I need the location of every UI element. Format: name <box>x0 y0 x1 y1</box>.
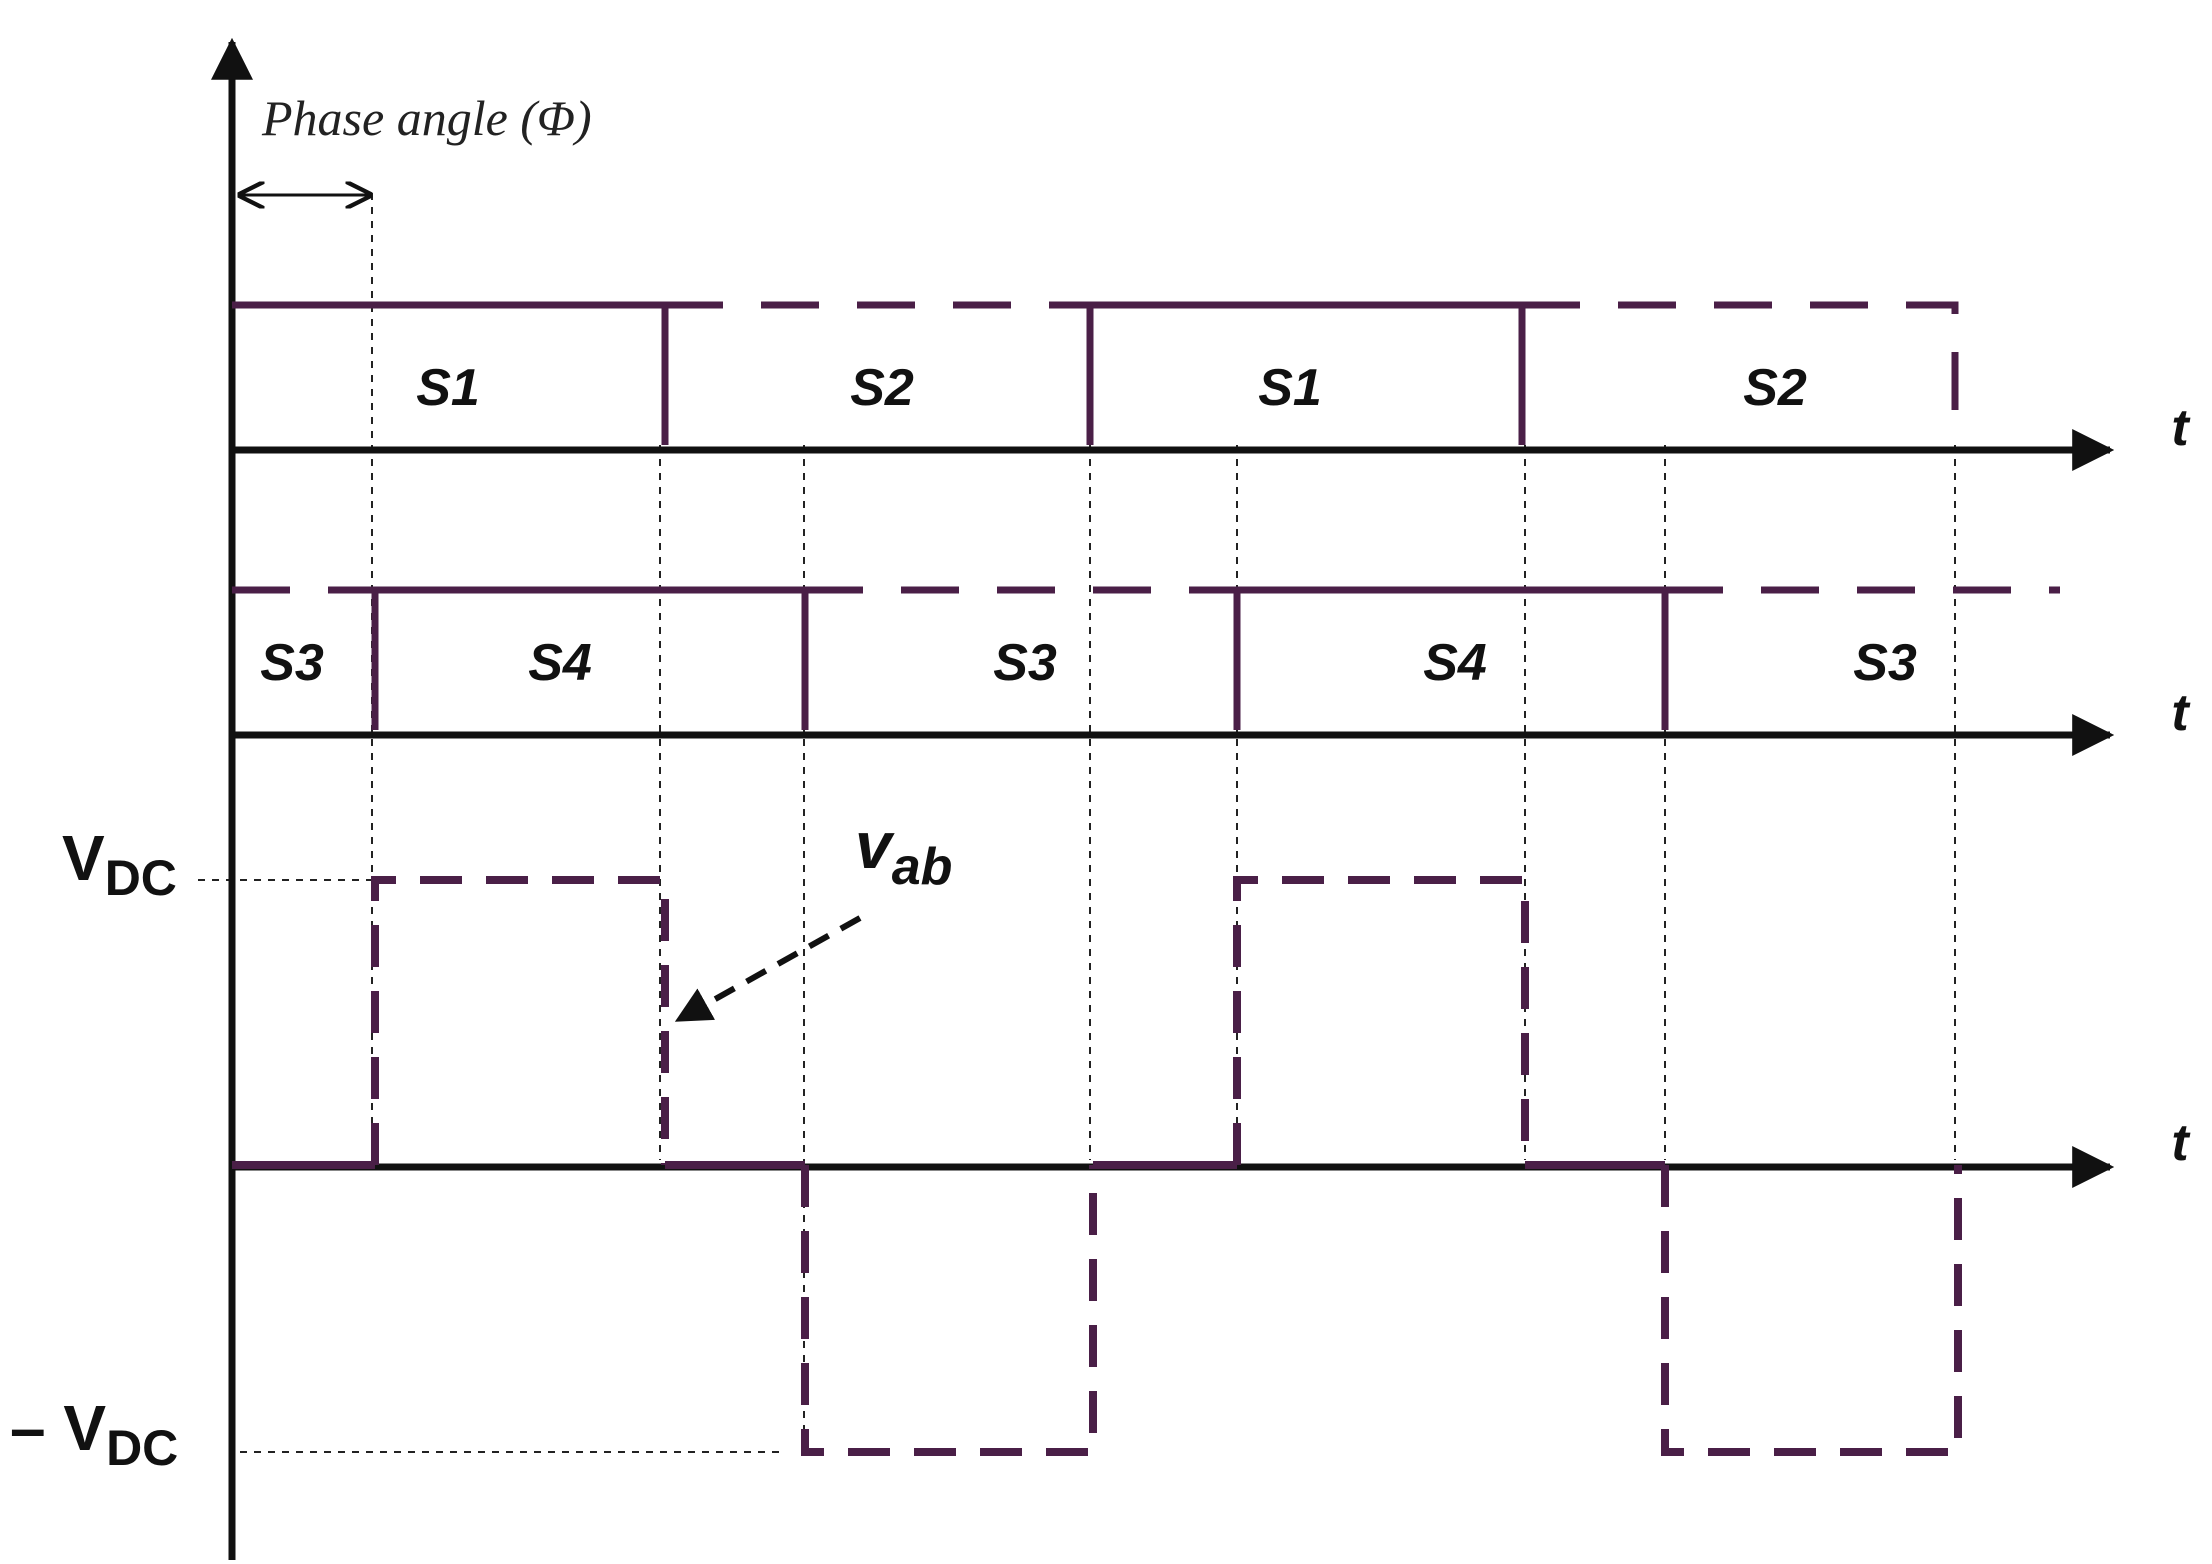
s4-pulse <box>1233 586 1669 730</box>
row1-label-s2: S2 <box>850 359 914 417</box>
vab-label: vab <box>855 808 952 896</box>
guide-lines <box>198 193 1956 1453</box>
row2-axis-label-t: t <box>2171 684 2191 742</box>
row1-label-s2: S2 <box>1743 359 1807 417</box>
vab-label-sub: ab <box>892 838 953 896</box>
vab-pointer-arrow <box>674 915 862 1023</box>
vab-negative-pulse <box>1661 1165 1962 1456</box>
phase-angle-label: Phase angle (Φ) <box>261 90 592 146</box>
row1-label-s1: S1 <box>1258 359 1322 417</box>
vdc-label-main: V <box>62 822 105 894</box>
row2-label-s4: S4 <box>528 634 592 692</box>
row2-label-s3: S3 <box>993 634 1057 692</box>
neg-vdc-label-sub: DC <box>106 1420 178 1476</box>
vab-waveform <box>232 876 1962 1456</box>
row2-labels: S3 S4 S3 S4 S3 <box>260 634 1917 692</box>
row2-label-s4: S4 <box>1423 634 1487 692</box>
s4-pulse <box>371 586 809 730</box>
row1-switching-signal <box>232 301 1959 445</box>
vab-negative-pulse <box>801 1165 1097 1456</box>
vab-positive-pulse <box>1233 876 1529 1165</box>
row1-label-s1: S1 <box>416 359 480 417</box>
neg-vdc-label-main: – V <box>10 1392 106 1464</box>
row2-label-s3: S3 <box>260 634 324 692</box>
row1-labels: S1 S2 S1 S2 <box>416 359 1807 417</box>
vab-positive-pulse <box>371 876 669 1165</box>
vab-label-main: v <box>855 808 895 882</box>
axes <box>211 37 2115 1560</box>
vab-axis-label-t: t <box>2171 1114 2191 1172</box>
neg-vdc-label: – VDC <box>10 1392 178 1476</box>
row1-axis-label-t: t <box>2171 399 2191 457</box>
row2-label-s3: S3 <box>1853 634 1917 692</box>
s2-pulse <box>1522 301 1959 445</box>
vdc-label-sub: DC <box>105 850 177 906</box>
row2-switching-signal <box>232 586 2060 730</box>
vdc-label: VDC <box>62 822 177 906</box>
s1-pulse <box>1086 301 1526 445</box>
